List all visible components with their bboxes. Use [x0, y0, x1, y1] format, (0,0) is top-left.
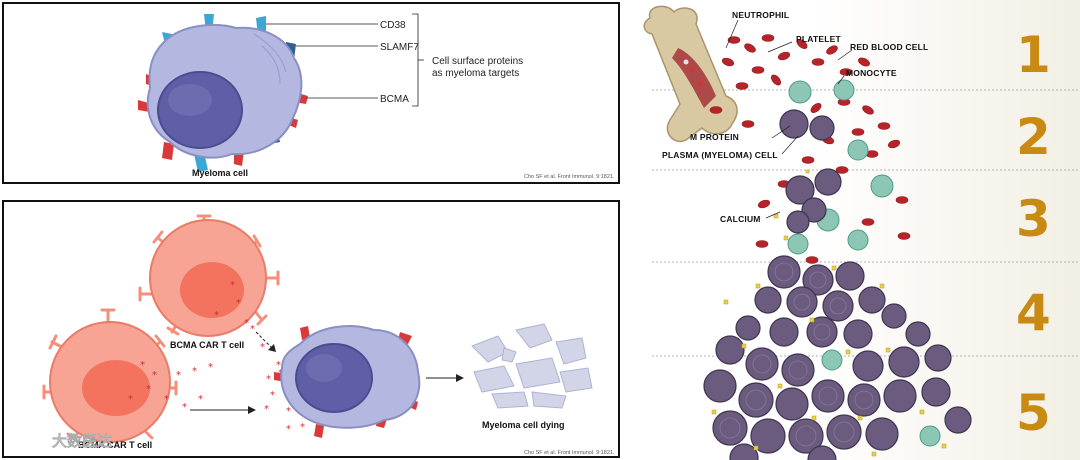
svg-text:*: * [250, 324, 255, 335]
svg-text:*: * [192, 366, 197, 377]
svg-text:*: * [286, 424, 291, 435]
bcma-receptor [162, 142, 174, 160]
svg-text:*: * [164, 394, 169, 405]
stage-number-5: 5 [1016, 384, 1051, 442]
svg-text:*: * [264, 404, 269, 415]
bcma-label: BCMA [380, 94, 409, 105]
car-t-panel: *** ** *** ** *** ** *** *** *** ** [2, 200, 620, 458]
target-myeloma-cell [274, 325, 421, 438]
svg-text:*: * [152, 370, 157, 381]
svg-text:*: * [236, 298, 241, 309]
monocytes [787, 79, 941, 447]
cd38-label: CD38 [380, 20, 406, 31]
calcium-label: CALCIUM [720, 214, 761, 224]
myeloma-cell-caption: Myeloma cell [192, 168, 248, 178]
plasma-cell-label: PLASMA (MYELOMA) CELL [662, 150, 778, 160]
m-protein-label: M PROTEIN [690, 132, 739, 142]
myeloma-cells [703, 109, 972, 460]
slamf7-label: SLAMF7 [380, 42, 419, 53]
svg-text:*: * [140, 360, 145, 371]
svg-text:*: * [146, 384, 151, 395]
car-t-label-top: BCMA CAR T cell [170, 340, 244, 350]
surface-proteins-diagram: CD38 SLAMF7 BCMA Cell surface proteins a… [138, 13, 615, 180]
svg-text:*: * [286, 406, 291, 417]
red-blood-cells [709, 34, 911, 264]
top-citation: Cho SF et al. Front Immunol. 9:1821. [524, 174, 615, 180]
progression-panel: NEUTROPHIL PLATELET RED BLOOD CELL MONOC… [632, 0, 1080, 460]
calcium-particles [711, 169, 947, 457]
stage-number-3: 3 [1016, 190, 1051, 248]
watermark-text: 大数医达 [52, 432, 112, 450]
monocyte-label: MONOCYTE [846, 68, 897, 78]
svg-text:*: * [260, 342, 265, 353]
bracket-text-line-2: as myeloma targets [432, 68, 519, 79]
svg-text:*: * [182, 402, 187, 413]
svg-text:*: * [270, 390, 275, 401]
label-leaders [725, 19, 853, 219]
stage-number-4: 4 [1016, 284, 1051, 342]
stage-number-1: 1 [1016, 26, 1051, 84]
platelet-label: PLATELET [796, 34, 841, 44]
bone-illustration [643, 5, 738, 143]
svg-text:*: * [266, 374, 271, 385]
svg-text:*: * [128, 394, 133, 405]
svg-text:*: * [214, 310, 219, 321]
dying-cell-label: Myeloma cell dying [482, 420, 565, 430]
bracket-text-line-1: Cell surface proteins [432, 56, 523, 67]
svg-text:*: * [276, 360, 281, 371]
svg-text:*: * [176, 370, 181, 381]
car-t-diagram: *** ** *** ** *** ** *** *** *** ** [14, 214, 615, 456]
car-t-label-bottom: BCMA CAR T cell [78, 440, 152, 450]
stage-number-2: 2 [1016, 108, 1051, 166]
attack-arrows [190, 331, 464, 414]
bottom-citation: Cho SF et al. Front Immunol. 9:1821. [524, 450, 615, 456]
car-t-cell-top [138, 214, 280, 337]
neutrophil-label: NEUTROPHIL [732, 10, 789, 20]
target-bracket [412, 13, 419, 107]
stage-dividers [652, 89, 1080, 357]
red-blood-cell-label: RED BLOOD CELL [850, 42, 928, 52]
svg-text:*: * [300, 422, 305, 433]
surface-proteins-panel: CD38 SLAMF7 BCMA Cell surface proteins a… [2, 2, 620, 184]
myeloma-progression-illustration: NEUTROPHIL PLATELET RED BLOOD CELL MONOC… [643, 5, 1080, 460]
svg-text:*: * [208, 362, 213, 373]
svg-text:*: * [244, 318, 249, 329]
svg-text:*: * [230, 280, 235, 291]
car-t-cell-bottom [42, 308, 178, 444]
dying-cell-fragments [471, 323, 593, 409]
svg-text:*: * [198, 394, 203, 405]
watermark: 大数医达 [14, 432, 112, 450]
